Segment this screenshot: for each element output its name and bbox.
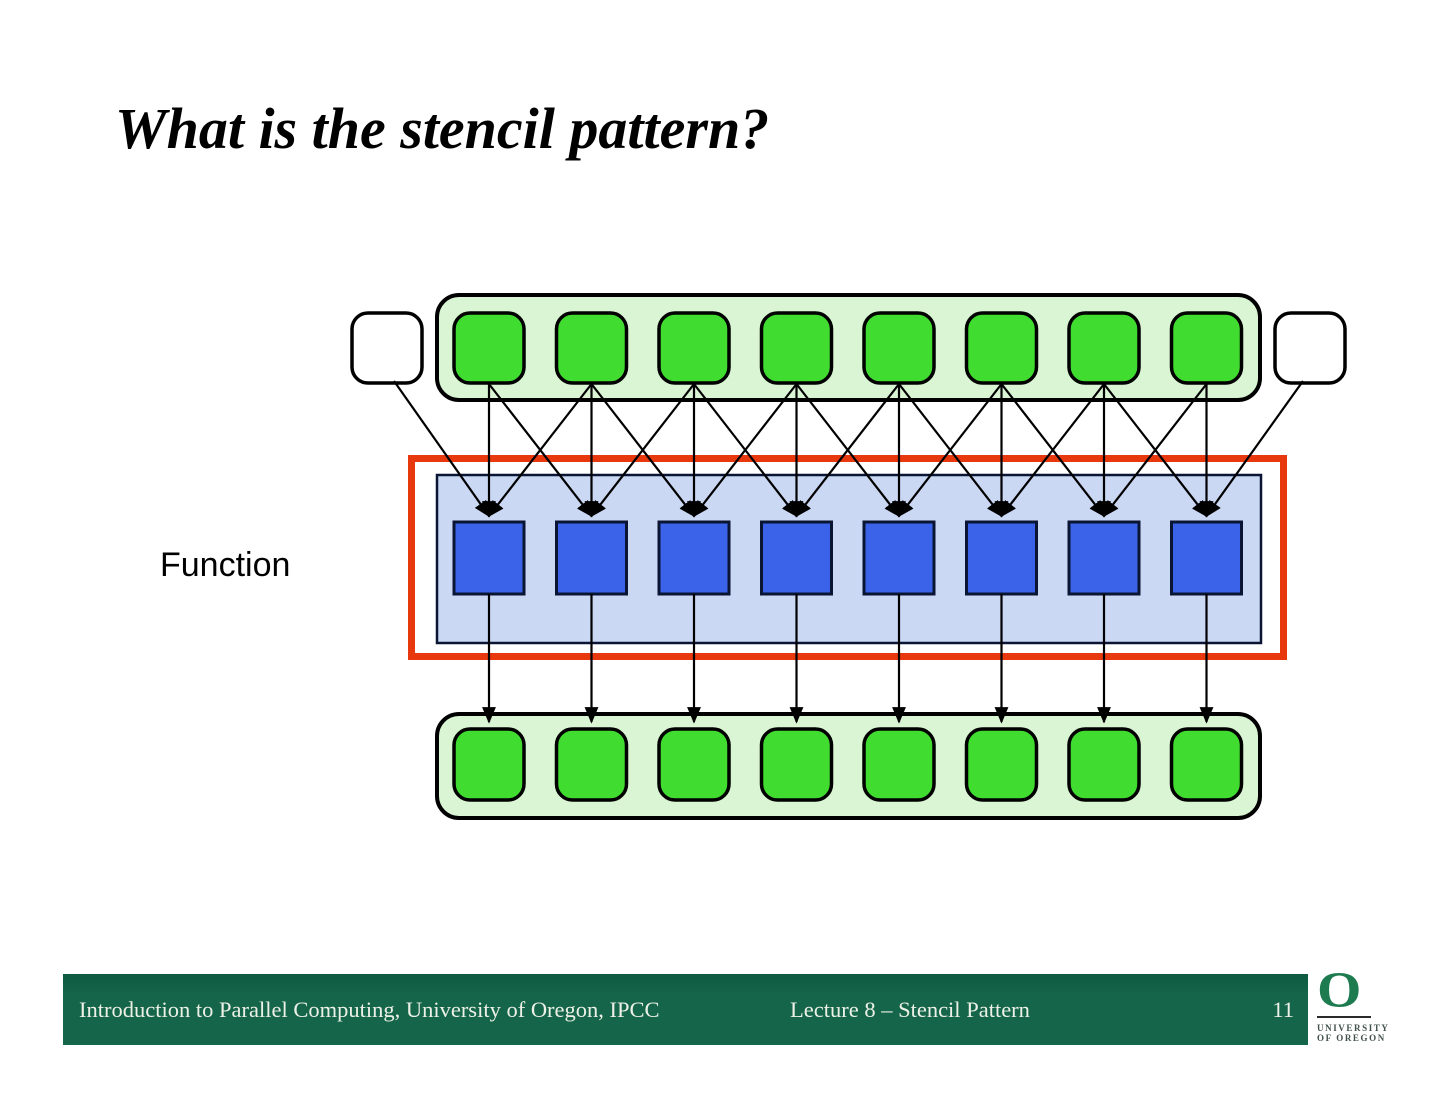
function-highlight-box bbox=[408, 455, 1287, 660]
logo-oregon-text: OF OREGON bbox=[1317, 1033, 1386, 1043]
page-title: What is the stencil pattern? bbox=[115, 96, 770, 161]
dataflow-arrow bbox=[590, 383, 695, 518]
dataflow-arrow bbox=[897, 383, 1003, 518]
footer-page-number: 11 bbox=[1272, 996, 1294, 1022]
output-array-container bbox=[435, 712, 1262, 820]
output-cell bbox=[862, 727, 936, 802]
task-cell bbox=[1170, 520, 1243, 596]
input-cell bbox=[657, 311, 731, 385]
footer-course-text: Introduction to Parallel Computing, Univ… bbox=[79, 996, 660, 1022]
dataflow-arrow bbox=[1102, 383, 1208, 518]
task-cell bbox=[555, 520, 628, 596]
dataflow-arrow bbox=[1000, 383, 1105, 518]
footer-lecture-text: Lecture 8 – Stencil Pattern bbox=[790, 996, 1030, 1022]
logo-rule bbox=[1317, 1016, 1371, 1018]
uo-logo-icon: O bbox=[1317, 963, 1362, 1019]
output-cell bbox=[964, 727, 1039, 802]
university-logo: O UNIVERSITY OF OREGON bbox=[1317, 963, 1390, 1043]
output-cell bbox=[554, 727, 629, 802]
task-cell bbox=[452, 520, 526, 596]
input-cell bbox=[1067, 311, 1141, 385]
input-cell bbox=[452, 311, 526, 385]
task-cell bbox=[760, 520, 833, 596]
task-cell bbox=[1067, 520, 1141, 596]
output-cell bbox=[1169, 727, 1244, 802]
task-cell bbox=[965, 520, 1038, 596]
input-cell bbox=[554, 311, 629, 385]
input-cell bbox=[964, 311, 1039, 385]
task-cell bbox=[657, 520, 731, 596]
input-cell bbox=[759, 311, 834, 385]
function-label: Function bbox=[160, 546, 291, 584]
dataflow-arrow bbox=[487, 383, 593, 518]
ghost-cell-right bbox=[1273, 311, 1347, 385]
dataflow-arrow bbox=[1205, 380, 1304, 518]
footer-bar: Introduction to Parallel Computing, Univ… bbox=[63, 974, 1308, 1045]
logo-university-text: UNIVERSITY bbox=[1317, 1023, 1390, 1033]
output-cell bbox=[452, 727, 526, 802]
output-cell bbox=[657, 727, 731, 802]
dataflow-arrow bbox=[393, 380, 490, 518]
task-cell bbox=[862, 520, 936, 596]
output-cell bbox=[1067, 727, 1141, 802]
dataflow-arrow bbox=[692, 383, 798, 518]
ghost-cell-left bbox=[350, 311, 424, 385]
input-cell bbox=[1169, 311, 1244, 385]
dataflow-arrow bbox=[795, 383, 900, 518]
input-cell bbox=[862, 311, 936, 385]
output-cell bbox=[759, 727, 834, 802]
input-array-container bbox=[435, 293, 1262, 402]
